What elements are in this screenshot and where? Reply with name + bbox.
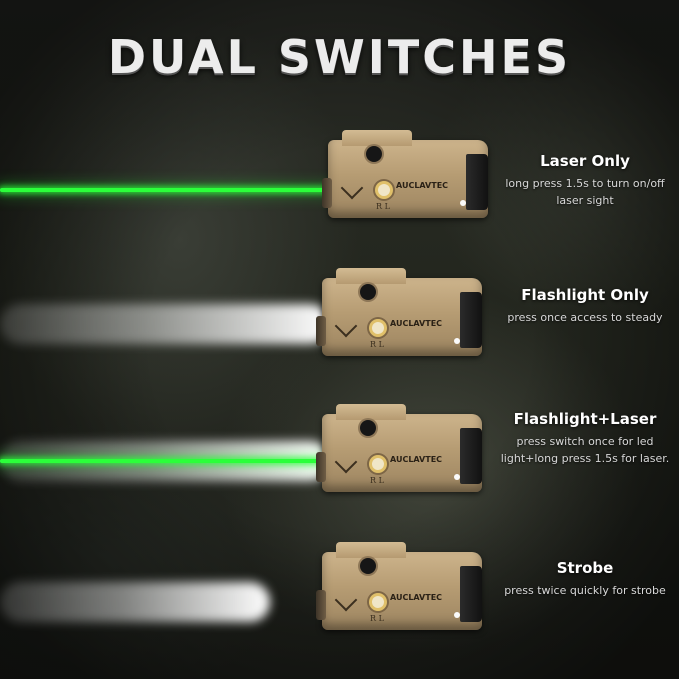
device-top: [336, 542, 406, 558]
device-image: AUCLAVTEC R L: [316, 542, 482, 630]
device-lens: [316, 452, 326, 482]
mode-laser-only: Laser Only long press 1.5s to turn on/of…: [500, 152, 670, 209]
device-brand: AUCLAVTEC: [396, 181, 449, 190]
brand-logo-icon: [340, 176, 364, 200]
push-button-icon: [372, 596, 384, 608]
push-button-icon: [378, 184, 390, 196]
mode-description: long press 1.5s to turn on/off laser sig…: [505, 177, 665, 207]
device-brand: AUCLAVTEC: [390, 455, 443, 464]
push-button-icon: [372, 322, 384, 334]
indicator-dot: [460, 200, 466, 206]
device-side-marks: R L: [376, 202, 390, 211]
device-top: [336, 268, 406, 284]
device-side-marks: R L: [370, 340, 384, 349]
flashlight-beam: [0, 304, 330, 344]
device-lens: [322, 178, 332, 208]
mode-flashlight-laser: Flashlight+Laser press switch once for l…: [500, 410, 670, 467]
rotary-switch-icon: [360, 558, 376, 574]
device-rail: [466, 154, 488, 210]
mode-flashlight-only: Flashlight Only press once access to ste…: [500, 286, 670, 326]
mode-description: press twice quickly for strobe: [504, 584, 666, 597]
flashlight-beam: [0, 582, 270, 622]
push-button-icon: [372, 458, 384, 470]
mode-name: Laser Only: [540, 152, 630, 170]
page-title: DUAL SWITCHES: [107, 30, 572, 84]
mode-strobe: Strobe press twice quickly for strobe: [500, 559, 670, 599]
device-lens: [316, 316, 326, 346]
mode-description: press switch once for led light+long pre…: [500, 435, 670, 465]
device-brand: AUCLAVTEC: [390, 593, 443, 602]
indicator-dot: [454, 474, 460, 480]
device-side-marks: R L: [370, 614, 384, 623]
mode-name: Flashlight+Laser: [513, 410, 657, 428]
device-rail: [460, 292, 482, 348]
device-image: AUCLAVTEC R L: [316, 268, 482, 356]
device-image: AUCLAVTEC R L: [316, 404, 482, 492]
device-top: [342, 130, 412, 146]
indicator-dot: [454, 612, 460, 618]
mode-description: press once access to steady: [507, 311, 663, 324]
rotary-switch-icon: [360, 284, 376, 300]
device-rail: [460, 428, 482, 484]
device-lens: [316, 590, 326, 620]
indicator-dot: [454, 338, 460, 344]
laser-beam: [0, 188, 330, 192]
device-side-marks: R L: [370, 476, 384, 485]
laser-beam: [0, 459, 326, 463]
rotary-switch-icon: [360, 420, 376, 436]
device-image: AUCLAVTEC R L: [322, 130, 488, 218]
device-top: [336, 404, 406, 420]
brand-logo-icon: [334, 314, 358, 338]
device-rail: [460, 566, 482, 622]
device-brand: AUCLAVTEC: [390, 319, 443, 328]
rotary-switch-icon: [366, 146, 382, 162]
mode-name: Flashlight Only: [521, 286, 649, 304]
brand-logo-icon: [334, 588, 358, 612]
brand-logo-icon: [334, 450, 358, 474]
mode-name: Strobe: [556, 559, 614, 577]
